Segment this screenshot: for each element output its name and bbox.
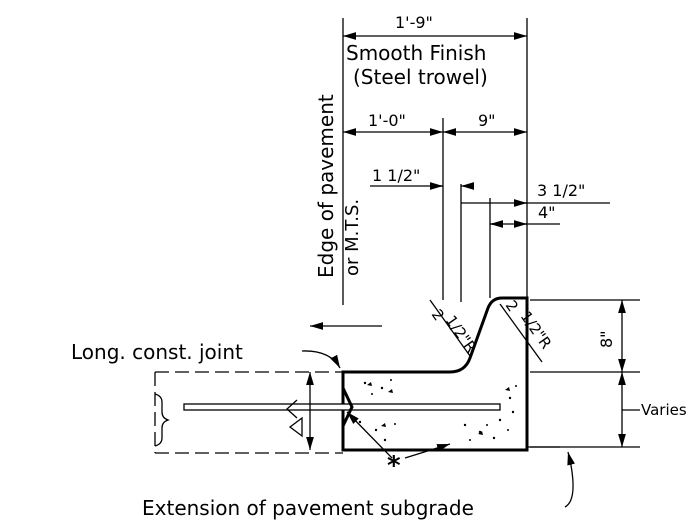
subgrade-leader: [564, 451, 575, 508]
curb-gutter-profile: [341, 296, 529, 452]
edge-of-pavement-label: Edge of pavement: [314, 94, 338, 278]
long-const-joint-label: Long. const. joint: [71, 340, 243, 364]
delta-symbol-upper: [286, 399, 298, 419]
pavement-break-brace: [154, 393, 171, 447]
asterisk-label: *: [387, 451, 401, 481]
steel-trowel-label: (Steel trowel): [353, 65, 488, 89]
dim-text-3-1-2: 3 1/2": [537, 181, 585, 200]
smooth-finish-label: Smooth Finish: [346, 41, 486, 65]
delta-symbol-lower: [288, 416, 303, 438]
dim-text-1-0: 1'-0": [368, 111, 406, 130]
asterisk-leader-right: [404, 443, 451, 459]
extension-subgrade-label: Extension of pavement subgrade: [142, 496, 474, 520]
asterisk-leader-left: [346, 411, 393, 459]
dim-text-1-9: 1'-9": [395, 13, 433, 32]
varies-label: Varies: [641, 401, 687, 419]
concrete-stipple: [358, 379, 517, 442]
dim-text-9: 9": [478, 111, 496, 130]
dim-text-1-1-2: 1 1/2": [372, 166, 420, 185]
or-mts-label: or M.T.S.: [342, 199, 363, 276]
long-const-joint-leader: [301, 350, 341, 369]
tie-bar: [183, 403, 501, 411]
slope-leader-right: [499, 303, 543, 363]
slope-text-half-r-right: 1/2"R: [517, 308, 556, 352]
dim-text-8: 8": [597, 330, 616, 348]
slope-text-half-r-left: 1/2"R: [442, 312, 481, 356]
dim-text-4: 4": [538, 203, 556, 222]
slope-leader-left: [429, 299, 471, 357]
slope-text-2-right: 2: [502, 297, 522, 315]
keyway: [341, 387, 354, 427]
